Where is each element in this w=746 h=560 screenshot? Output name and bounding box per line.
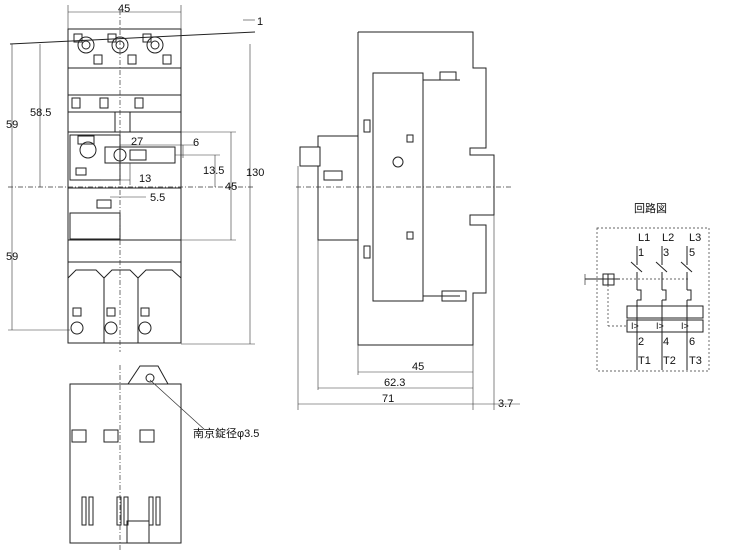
terminal-l2: L2 <box>662 232 674 244</box>
dim-knob-protrusion: 3.7 <box>498 398 513 410</box>
svg-text:I>: I> <box>681 321 689 331</box>
dim-upper-half: 59 <box>6 119 18 131</box>
terminal-no-2: 2 <box>638 336 644 348</box>
terminal-t2: T2 <box>663 355 676 367</box>
terminal-no-6: 6 <box>689 336 695 348</box>
phase-lines <box>630 246 693 370</box>
circuit-title: 回路図 <box>634 202 667 215</box>
bottom-terminal-screws <box>70 307 152 335</box>
terminal-l1: L1 <box>638 232 650 244</box>
terminal-t3: T3 <box>689 355 702 367</box>
terminal-no-4: 4 <box>663 336 669 348</box>
dim-height-total: 130 <box>246 167 264 179</box>
vent-slots <box>81 496 161 526</box>
dim-to-center: 58.5 <box>30 107 51 119</box>
dim-knob-small: 5.5 <box>150 192 165 204</box>
dim-depth: 62.3 <box>384 377 405 389</box>
svg-text:I>: I> <box>656 321 664 331</box>
dim-middle-height: 45 <box>225 181 237 193</box>
dim-rail: 45 <box>412 361 424 373</box>
terminal-no-1: 1 <box>638 247 644 259</box>
dim-lower-half: 59 <box>6 251 18 263</box>
bottom-view: 南京錠径φ3.5 <box>69 365 259 552</box>
terminal-l3: L3 <box>689 232 701 244</box>
dim-width: 45 <box>118 3 130 15</box>
circuit-diagram: 回路図 I> I> I> <box>584 202 710 372</box>
side-view: 45 62.3 71 3.7 <box>296 31 520 410</box>
dim-knob-gap: 6 <box>193 137 199 149</box>
terminal-t1: T1 <box>638 355 651 367</box>
front-view: 45 1 130 59 59 58.5 45 27 6 13.5 1 <box>6 3 264 352</box>
padlock-hole-note: 南京錠径φ3.5 <box>193 426 259 440</box>
dim-total-depth: 71 <box>382 393 394 405</box>
terminal-no-3: 3 <box>663 247 669 259</box>
dim-knob-height: 13.5 <box>203 165 224 177</box>
svg-text:I>: I> <box>631 321 639 331</box>
dim-top-offset: 1 <box>257 16 263 28</box>
dim-knob-offset: 13 <box>139 173 151 185</box>
dim-knob-span: 27 <box>131 136 143 148</box>
terminal-no-5: 5 <box>689 247 695 259</box>
